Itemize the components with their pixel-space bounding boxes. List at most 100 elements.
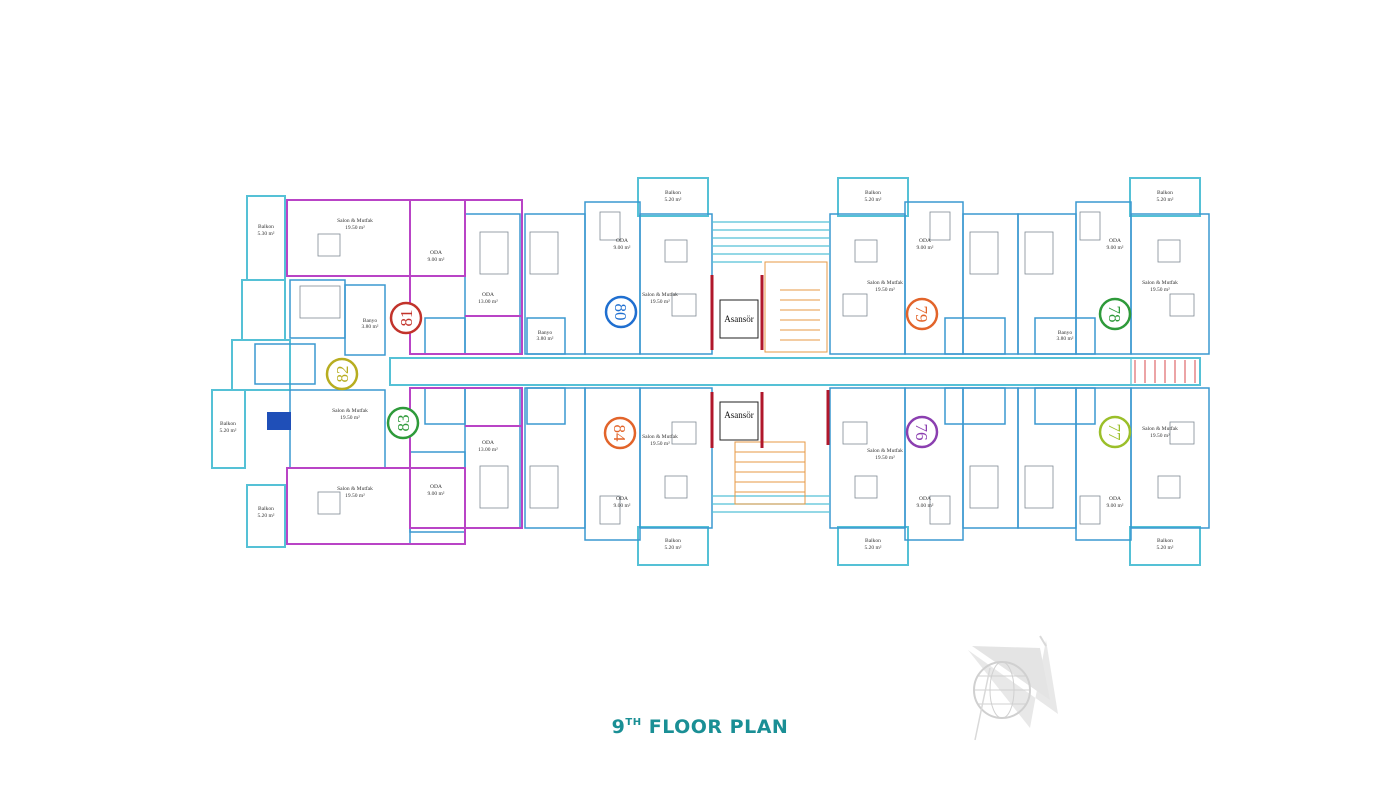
label-bath-b: Banyo bbox=[538, 330, 553, 336]
unit-marker-78: 78 bbox=[1098, 297, 1132, 331]
label-living-area-76: 19.50 m² bbox=[875, 455, 895, 461]
label-bedroom-f: ODA bbox=[430, 484, 442, 490]
unit-marker-81: 81 bbox=[389, 301, 423, 335]
unit-marker-76: 76 bbox=[905, 415, 939, 449]
label-balcony-area-bottom-1: 5.20 m² bbox=[665, 545, 682, 551]
label-living-80: Salon & Mutfak bbox=[642, 291, 678, 298]
label-bedroom-c: ODA bbox=[616, 238, 628, 244]
label-balcony-bottom-2: Balkon bbox=[865, 538, 881, 544]
unit-number-78: 78 bbox=[1105, 306, 1124, 323]
unit-number-83: 83 bbox=[394, 415, 413, 432]
furniture bbox=[299, 211, 1195, 525]
label-bedroom-area-g: 13.00 m² bbox=[478, 447, 498, 453]
label-living-area-82: 19.50 m² bbox=[340, 415, 360, 421]
label-living-76: Salon & Mutfak bbox=[867, 447, 903, 454]
label-bedroom-area-b: 13.00 m² bbox=[478, 299, 498, 305]
label-living-area-79: 19.50 m² bbox=[875, 287, 895, 293]
label-living-area-80: 19.50 m² bbox=[650, 299, 670, 305]
label-living-78: Salon & Mutfak bbox=[1142, 279, 1178, 286]
unit-circle-78 bbox=[1098, 297, 1132, 331]
label-living-77: Salon & Mutfak bbox=[1142, 425, 1178, 432]
unit-circle-77 bbox=[1098, 415, 1132, 449]
label-balcony-area-left-3: 5.20 m² bbox=[258, 513, 275, 519]
unit-circle-81 bbox=[389, 301, 423, 335]
label-balcony-area-top-1: 5.20 m² bbox=[665, 197, 682, 203]
label-bedroom-area-h: 9.00 m² bbox=[614, 503, 631, 509]
label-balcony-area-left-1: 5.30 m² bbox=[258, 231, 275, 237]
label-living-84: Salon & Mutfak bbox=[642, 433, 678, 440]
unit-number-79: 79 bbox=[912, 306, 931, 323]
label-living-area-81: 19.50 m² bbox=[345, 225, 365, 231]
label-living-area-84: 19.50 m² bbox=[650, 441, 670, 447]
label-bedroom-a: ODA bbox=[430, 250, 442, 256]
label-living-area-77: 19.50 m² bbox=[1150, 433, 1170, 439]
apartment-blocks bbox=[254, 199, 1210, 545]
unit-circle-82 bbox=[325, 357, 359, 391]
label-living-81: Salon & Mutfak bbox=[337, 217, 373, 224]
label-balcony-bottom-3: Balkon bbox=[1157, 538, 1173, 544]
blue-furniture bbox=[267, 412, 291, 430]
unit-markers: 76 77 78 79 80 81 82 83 84 bbox=[325, 295, 1132, 450]
unit-circle-76 bbox=[905, 415, 939, 449]
room-labels: Balkon 5.20 m² Balkon 5.20 m² Balkon 5.2… bbox=[220, 190, 1179, 551]
label-balcony-bottom-1: Balkon bbox=[665, 538, 681, 544]
label-bedroom-i: ODA bbox=[919, 496, 931, 502]
label-bedroom-e: ODA bbox=[1109, 238, 1121, 244]
label-bedroom-area-e: 9.00 m² bbox=[1107, 245, 1124, 251]
floor-plan-title: 9TH FLOOR PLAN bbox=[0, 716, 1400, 738]
label-balcony-area-top-3: 5.20 m² bbox=[1157, 197, 1174, 203]
compass-rose-icon bbox=[968, 635, 1058, 741]
label-bath-a: Banyo bbox=[363, 318, 378, 324]
label-balcony-left-3: Balkon bbox=[258, 506, 274, 512]
stair-core: Asansör Asansör bbox=[710, 221, 1196, 513]
unit-number-77: 77 bbox=[1105, 424, 1124, 442]
label-balcony-area-bottom-3: 5.20 m² bbox=[1157, 545, 1174, 551]
elevator-label-bottom: Asansör bbox=[724, 410, 754, 420]
label-bath-area-b: 3.80 m² bbox=[537, 336, 554, 342]
label-balcony-left-2: Balkon bbox=[220, 421, 236, 427]
label-bedroom-b: ODA bbox=[482, 292, 494, 298]
title-suffix: TH bbox=[625, 717, 642, 728]
unit-marker-83: 83 bbox=[386, 406, 420, 440]
label-living-area-83: 19.50 m² bbox=[345, 493, 365, 499]
label-living-79: Salon & Mutfak bbox=[867, 279, 903, 286]
label-bedroom-j: ODA bbox=[1109, 496, 1121, 502]
label-balcony-area-bottom-2: 5.20 m² bbox=[865, 545, 882, 551]
unit-circle-83 bbox=[386, 406, 420, 440]
unit-marker-84: 84 bbox=[603, 416, 637, 450]
unit-marker-79: 79 bbox=[905, 297, 939, 331]
elevator-bottom bbox=[719, 401, 759, 441]
label-bath-area-a: 3.80 m² bbox=[362, 324, 379, 330]
apartment-borders bbox=[286, 199, 523, 545]
label-living-area-78: 19.50 m² bbox=[1150, 287, 1170, 293]
elevator-top bbox=[719, 299, 759, 339]
label-bedroom-d: ODA bbox=[919, 238, 931, 244]
label-bedroom-area-j: 9.00 m² bbox=[1107, 503, 1124, 509]
unit-marker-80: 80 bbox=[604, 295, 638, 329]
label-balcony-top-2: Balkon bbox=[865, 190, 881, 196]
label-living-83: Salon & Mutfak bbox=[337, 485, 373, 492]
unit-circle-79 bbox=[905, 297, 939, 331]
label-bedroom-area-f: 9.00 m² bbox=[428, 491, 445, 497]
label-bedroom-area-c: 9.00 m² bbox=[614, 245, 631, 251]
label-bath-area-c: 3.80 m² bbox=[1057, 336, 1074, 342]
unit-circle-84 bbox=[603, 416, 637, 450]
elevator-label-top: Asansör bbox=[724, 314, 754, 324]
label-balcony-left-1: Balkon bbox=[258, 224, 274, 230]
unit-number-81: 81 bbox=[397, 310, 416, 327]
building-outline bbox=[211, 177, 1201, 566]
label-bedroom-area-d: 9.00 m² bbox=[917, 245, 934, 251]
label-balcony-area-top-2: 5.20 m² bbox=[865, 197, 882, 203]
unit-number-80: 80 bbox=[611, 304, 630, 321]
title-text: FLOOR PLAN bbox=[648, 716, 789, 738]
label-bedroom-area-a: 9.00 m² bbox=[428, 257, 445, 263]
unit-marker-82: 82 bbox=[325, 357, 359, 391]
unit-number-84: 84 bbox=[610, 425, 629, 443]
unit-number-82: 82 bbox=[333, 366, 352, 383]
unit-circle-80 bbox=[604, 295, 638, 329]
unit-marker-77: 77 bbox=[1098, 415, 1132, 449]
label-bedroom-area-i: 9.00 m² bbox=[917, 503, 934, 509]
label-balcony-top-3: Balkon bbox=[1157, 190, 1173, 196]
label-balcony-top-1: Balkon bbox=[665, 190, 681, 196]
